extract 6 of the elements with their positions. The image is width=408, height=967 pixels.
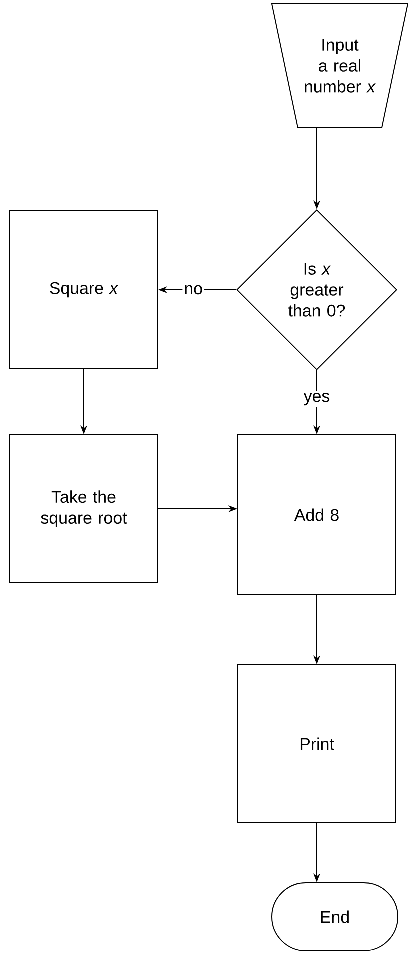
edge-label: yes <box>302 392 332 408</box>
process-box: Print <box>238 664 396 824</box>
process-box: Take the square root <box>10 434 158 584</box>
process-box: Square x <box>10 210 158 370</box>
process-box: Add 8 <box>238 434 396 596</box>
edge-label: no <box>182 284 205 296</box>
